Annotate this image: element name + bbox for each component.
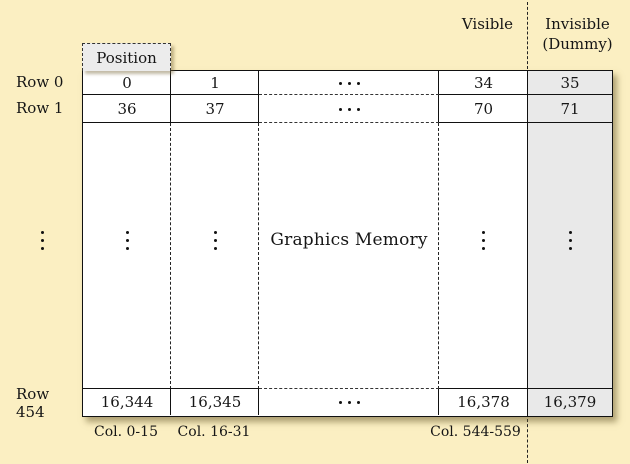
col-544-559-label: Col. 544-559 xyxy=(430,424,521,440)
cell-row454-col0: 16,344 xyxy=(100,393,154,411)
dot xyxy=(568,230,572,234)
grid-line xyxy=(83,94,259,95)
grid-line xyxy=(527,71,528,416)
dot xyxy=(125,246,129,250)
cell-row0-col35: 35 xyxy=(560,74,580,92)
cell-row454-col35: 16,379 xyxy=(543,393,597,411)
grid-line xyxy=(83,388,259,389)
dummy-column-shading xyxy=(528,71,612,416)
grid-line xyxy=(170,389,171,415)
memory-table: 0 1 34 35 36 37 70 71 Graphics Memory 16… xyxy=(82,70,613,417)
grid-line xyxy=(258,389,259,415)
col-16-31-label: Col. 16-31 xyxy=(177,424,251,440)
dot xyxy=(213,238,217,242)
cell-row0-col1: 1 xyxy=(210,74,220,92)
vertical-ellipsis xyxy=(213,230,217,250)
row-0-label: Row 0 xyxy=(16,73,64,91)
grid-line-dashed xyxy=(259,122,439,123)
row-454-label: Row 454 xyxy=(16,385,50,421)
dot xyxy=(347,107,351,111)
dot xyxy=(482,230,485,234)
grid-line-dashed xyxy=(170,123,171,389)
dot xyxy=(482,246,485,250)
cell-row1-col34: 70 xyxy=(473,100,494,118)
visible-invisible-divider-bottom xyxy=(527,419,528,463)
col0-vertical-ellipsis-wrap xyxy=(83,123,171,389)
row-margin-vertical-ellipsis xyxy=(30,224,54,256)
grid-line xyxy=(438,71,439,123)
dot xyxy=(125,238,129,242)
col34-vertical-ellipsis-wrap xyxy=(439,123,528,389)
graphics-memory-caption: Graphics Memory xyxy=(270,230,428,250)
row0-horizontal-ellipsis xyxy=(259,71,439,95)
cell-row454-col34: 16,378 xyxy=(457,393,510,411)
invisible-region-label-line2: (Dummy) xyxy=(542,35,613,53)
row1-horizontal-ellipsis xyxy=(259,95,439,123)
dot xyxy=(338,400,342,404)
grid-line xyxy=(439,388,612,389)
cell-row1-col0: 36 xyxy=(117,100,137,118)
grid-line xyxy=(258,71,259,123)
vertical-ellipsis xyxy=(568,230,572,250)
dot xyxy=(356,81,360,85)
grid-line-dashed xyxy=(259,94,439,95)
grid-line xyxy=(438,389,439,415)
vertical-ellipsis xyxy=(482,230,485,250)
visible-invisible-divider-top xyxy=(527,2,528,69)
row-1-label: Row 1 xyxy=(16,99,64,117)
invisible-region-label: Invisible (Dummy) xyxy=(529,14,626,54)
row454-horizontal-ellipsis xyxy=(259,389,439,415)
cell-row0-col34: 34 xyxy=(473,74,494,92)
grid-line xyxy=(439,94,612,95)
dot xyxy=(40,230,44,234)
grid-line-dashed xyxy=(438,123,439,389)
dot xyxy=(125,230,129,234)
grid-line xyxy=(439,122,612,123)
cell-row1-col35: 71 xyxy=(560,100,580,118)
grid-line xyxy=(170,71,171,123)
dot xyxy=(338,81,342,85)
dot xyxy=(338,107,342,111)
visible-region-label: Visible xyxy=(461,15,513,33)
vertical-ellipsis xyxy=(125,230,129,250)
dot xyxy=(568,238,572,242)
dot xyxy=(356,107,360,111)
dot xyxy=(40,238,44,242)
grid-line-dashed xyxy=(259,388,439,389)
dot xyxy=(568,246,572,250)
dot xyxy=(40,246,44,250)
cell-row0-col0: 0 xyxy=(122,74,132,92)
grid-line xyxy=(83,122,259,123)
dot xyxy=(213,230,217,234)
dot xyxy=(347,400,351,404)
dot xyxy=(347,81,351,85)
cell-row454-col1: 16,345 xyxy=(188,393,242,411)
dot xyxy=(482,238,485,242)
grid-line-dashed xyxy=(258,123,259,389)
dot xyxy=(213,246,217,250)
cell-row1-col1: 37 xyxy=(205,100,225,118)
col1-vertical-ellipsis-wrap xyxy=(171,123,259,389)
col-0-15-label: Col. 0-15 xyxy=(94,424,158,440)
dot xyxy=(356,400,360,404)
position-tab: Position xyxy=(82,43,171,71)
col35-vertical-ellipsis-wrap xyxy=(528,123,612,389)
invisible-region-label-line1: Invisible xyxy=(545,15,610,33)
